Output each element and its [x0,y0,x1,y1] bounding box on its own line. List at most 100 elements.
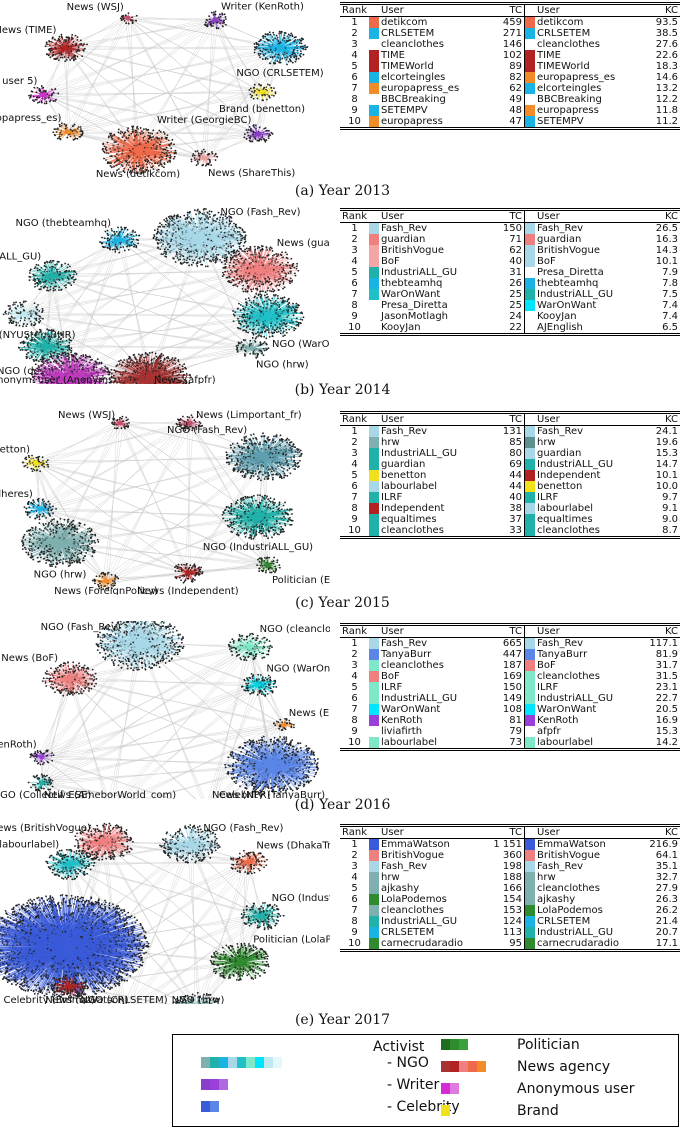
leaf-node [172,223,174,226]
leaf-node [292,49,295,52]
leaf-node [223,257,226,260]
edge [134,21,219,149]
node-label: NGO (Fash_Rev) [220,207,300,218]
cluster-link [105,148,139,151]
leaf-node [269,134,272,137]
color-swatch [369,39,379,50]
leaf-node [208,210,211,213]
color-swatch [369,105,379,116]
leaf-node [57,59,60,62]
color-swatch [525,39,535,50]
leaf-node [128,161,131,164]
leaf-node [241,228,244,231]
leaf-node [110,227,113,230]
leaf-node [58,289,60,291]
kc-value-cell: 18.3 [646,61,680,72]
leaf-node [36,96,39,98]
leaf-node [272,94,275,97]
leaf-node [83,47,86,50]
leaf-node [264,35,267,38]
leaf-node [34,285,36,288]
leaf-node [260,84,262,87]
leaf-node [159,233,162,236]
leaf-node [32,273,35,276]
leaf-node [113,141,116,144]
leaf-node [190,263,193,266]
leaf-node [73,55,76,57]
leaf-node [54,281,57,284]
leaf-node [54,134,57,137]
leaf-node [147,131,150,134]
leaf-node [248,89,251,91]
leaf-node [216,217,219,220]
leaf-node [234,223,237,226]
leaf-node [243,133,246,135]
leaf-node [39,90,41,93]
leaf-node [73,123,76,126]
leaf-node [55,131,58,133]
leaf-node [197,208,199,211]
leaf-node [235,250,238,253]
color-swatch [369,17,379,28]
edge [130,19,136,149]
leaf-node [137,165,140,168]
leaf-node [250,288,252,291]
leaf-node [192,153,195,155]
edge [46,96,202,157]
leaf-node [53,58,56,60]
leaf-node [122,17,125,20]
leaf-node [222,20,225,23]
leaf-node [259,52,262,55]
leaf-node [174,149,177,152]
leaf-node [281,57,284,60]
leaf-node [52,287,55,290]
leaf-node [157,246,159,249]
leaf-node [119,246,122,249]
leaf-node [253,83,256,86]
leaf-node [105,149,108,152]
kc-user-cell: cleanclothes [535,39,646,50]
leaf-node [159,160,162,162]
tc-swatch [369,39,379,50]
leaf-node [34,278,36,281]
hub-node [133,145,143,155]
leaf-node [197,162,199,165]
leaf-node [157,164,160,167]
cluster-writer-kenroth-: Writer (KenRoth) [204,2,304,30]
kc-value-cell: 12.2 [646,94,680,105]
leaf-node [241,287,244,290]
leaf-node [277,53,280,56]
leaf-node [289,39,292,41]
leaf-node [30,94,32,97]
header-swatch [369,2,379,17]
leaf-node [39,288,42,291]
leaf-node [193,157,196,159]
leaf-node [166,161,169,163]
leaf-node [113,234,116,236]
edge [217,21,278,47]
leaf-node [67,277,69,280]
leaf-node [79,39,82,42]
cluster-anonym-user-anonym-user-5-: Anonym. user (Anonym. user 5) [0,76,60,105]
leaf-node [250,96,253,99]
leaf-node [67,281,70,284]
leaf-node [44,280,47,283]
leaf-node [135,133,138,136]
leaf-node [161,136,163,139]
leaf-node [183,261,186,264]
leaf-node [184,218,187,221]
leaf-node [204,218,206,221]
leaf-node [127,127,129,129]
edge [122,241,266,315]
leaf-node [299,39,302,42]
leaf-node [265,98,268,101]
kc-swatch [524,72,535,83]
leaf-node [123,139,126,142]
tc-value-cell: 459 [490,17,525,29]
kc-swatch [524,16,535,28]
leaf-node [220,213,223,216]
leaf-node [145,169,148,172]
leaf-node [215,220,217,223]
leaf-node [135,161,138,164]
leaf-node [198,155,201,157]
